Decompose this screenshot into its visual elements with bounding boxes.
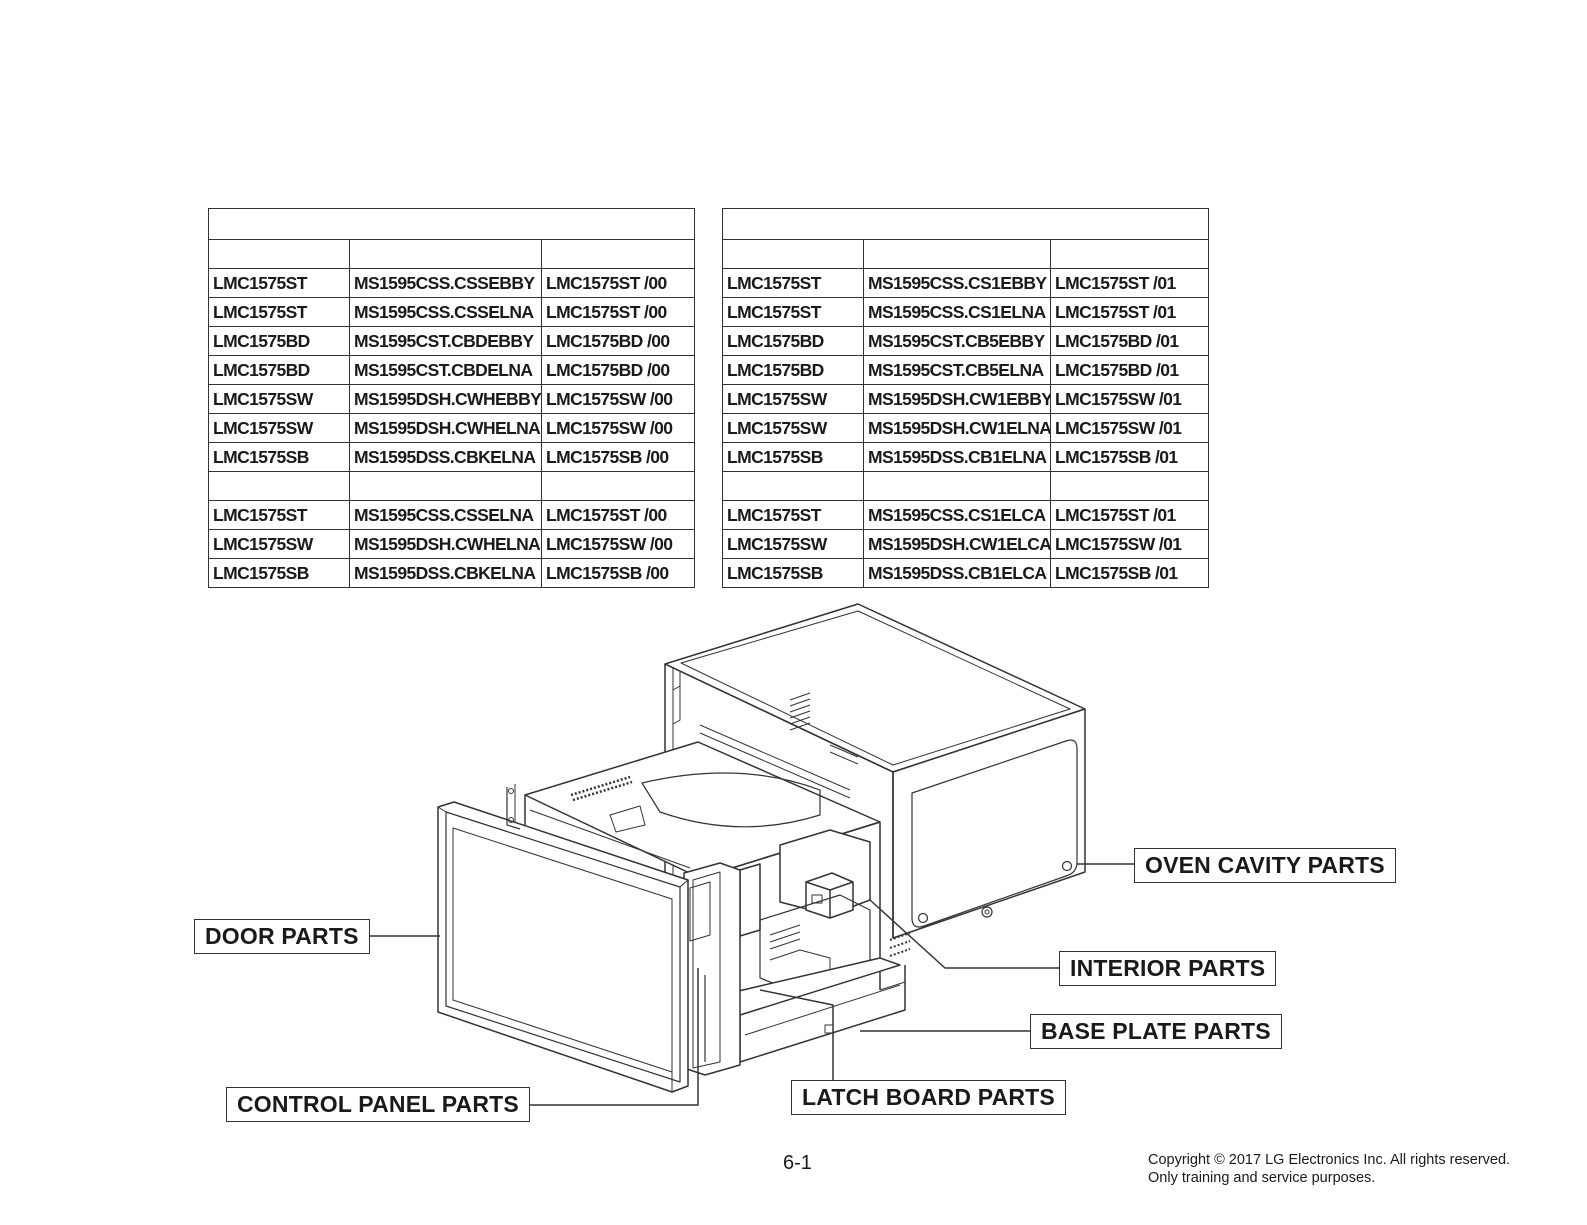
- table-cell: LMC1575ST: [208, 297, 350, 327]
- table-cell: LMC1575SW: [208, 384, 350, 414]
- table-group-header-row: [722, 471, 1210, 501]
- table-cell: MS1595DSS.CBKELNA: [349, 558, 542, 588]
- table-cell: LMC1575SW /01: [1049, 529, 1210, 559]
- table-cell: MS1595DSS.CB1ELCA: [863, 558, 1051, 588]
- table-cell: LMC1575SB: [208, 558, 350, 588]
- table-cell: LMC1575SB: [722, 442, 864, 472]
- table-cell: LMC1575ST /00: [540, 297, 696, 327]
- table-cell: MS1595CSS.CS1ELNA: [863, 297, 1051, 327]
- table-cell: MS1595DSH.CW1ELCA: [863, 529, 1051, 559]
- table-cell: LMC1575BD /01: [1049, 355, 1210, 385]
- table-cell: MS1595CST.CB5ELNA: [863, 355, 1051, 385]
- door: [437, 801, 689, 1093]
- table-cell: LMC1575SB /01: [1049, 442, 1210, 472]
- leader-control-panel: [522, 968, 699, 1106]
- control-panel-parts-label: CONTROL PANEL PARTS: [226, 1087, 530, 1122]
- control-panel: [683, 862, 741, 1076]
- table-cell: LMC1575ST: [208, 500, 350, 530]
- door-hinge: [506, 784, 521, 830]
- table-cell: LMC1575SW: [208, 529, 350, 559]
- table-cell: LMC1575BD /01: [1049, 326, 1210, 356]
- table-cell: LMC1575BD: [722, 326, 864, 356]
- table-cell: LMC1575SB /01: [1049, 558, 1210, 588]
- table-cell: MS1595DSH.CWHELNA: [349, 529, 542, 559]
- table-cell: MS1595DSH.CW1ELNA: [863, 413, 1051, 443]
- outer-case: [664, 603, 1086, 939]
- table-cell: MS1595CSS.CSSELNA: [349, 297, 542, 327]
- table-cell: LMC1575SW: [722, 384, 864, 414]
- base-plate-parts-label: BASE PLATE PARTS: [1030, 1014, 1282, 1049]
- column-header: [349, 239, 542, 269]
- base-plate: [699, 957, 906, 1063]
- table-cell: LMC1575SB /00: [540, 558, 696, 588]
- table-cell: MS1595CST.CB5EBBY: [863, 326, 1051, 356]
- oven-cavity-parts-label: OVEN CAVITY PARTS: [1134, 848, 1396, 883]
- table-header-row: [722, 239, 1210, 269]
- table-cell: LMC1575SB /00: [540, 442, 696, 472]
- latch-board-parts-label: LATCH BOARD PARTS: [791, 1080, 1066, 1115]
- table-cell: LMC1575SW /00: [540, 413, 696, 443]
- table-cell: LMC1575SB: [208, 442, 350, 472]
- table-cell: LMC1575SW: [722, 529, 864, 559]
- table-cell: LMC1575ST: [722, 297, 864, 327]
- table-cell: LMC1575BD: [208, 326, 350, 356]
- leader-lines: [366, 863, 1134, 1106]
- table-cell: LMC1575SW /01: [1049, 384, 1210, 414]
- table-cell: MS1595CSS.CS1EBBY: [863, 268, 1051, 298]
- copyright-notice: Copyright © 2017 LG Electronics Inc. All…: [1148, 1151, 1510, 1187]
- copyright-line: Only training and service purposes.: [1148, 1170, 1376, 1186]
- table-cell: MS1595CST.CBDELNA: [349, 355, 542, 385]
- table-cell: MS1595DSH.CW1EBBY: [863, 384, 1051, 414]
- table-cell: LMC1575SW /00: [540, 529, 696, 559]
- table-cell: MS1595DSH.CWHELNA: [349, 413, 542, 443]
- leader-latch-board: [759, 989, 834, 1081]
- page-number: 6-1: [783, 1152, 812, 1174]
- table-cell: LMC1575ST /01: [1049, 297, 1210, 327]
- group-header: [208, 471, 350, 501]
- table-cell: LMC1575BD /00: [540, 326, 696, 356]
- door-parts-label: DOOR PARTS: [194, 919, 370, 954]
- table-cell: LMC1575SW /00: [540, 384, 696, 414]
- copyright-line: Copyright © 2017 LG Electronics Inc. All…: [1148, 1152, 1511, 1168]
- table-cell: MS1595DSS.CBKELNA: [349, 442, 542, 472]
- table-cell: MS1595CSS.CSSEBBY: [349, 268, 542, 298]
- leader-interior: [869, 899, 1059, 969]
- column-header: [1049, 239, 1210, 269]
- table-cell: LMC1575ST: [722, 500, 864, 530]
- table-cell: LMC1575SB: [722, 558, 864, 588]
- interior-parts-label: INTERIOR PARTS: [1059, 951, 1277, 986]
